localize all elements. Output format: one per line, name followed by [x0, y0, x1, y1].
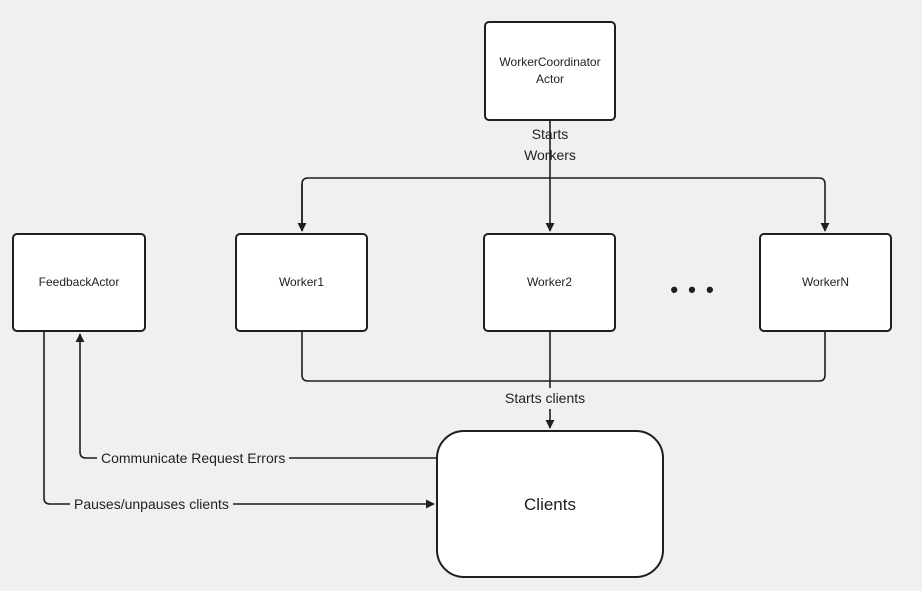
starts-workers-line1: Starts	[531, 126, 569, 142]
starts-workers-line2: Workers	[524, 147, 576, 163]
worker1-label: Worker1	[278, 275, 325, 289]
worker2-label: Worker2	[526, 275, 573, 289]
pauses-label: Pauses/unpauses clients	[70, 494, 233, 515]
feedback-actor-node[interactable]: FeedbackActor	[12, 233, 146, 332]
arrow-to-feedback	[75, 333, 436, 459]
feedback-actor-label: FeedbackActor	[38, 275, 120, 289]
worker2-node[interactable]: Worker2	[483, 233, 616, 332]
worker-bus	[301, 177, 830, 232]
worker-coordinator-node[interactable]: WorkerCoordinator Actor	[484, 21, 616, 121]
clients-label: Clients	[524, 494, 576, 514]
clients-node[interactable]: Clients	[436, 430, 664, 578]
workerN-node[interactable]: WorkerN	[759, 233, 892, 332]
worker-coordinator-line2: Actor	[535, 72, 564, 86]
starts-workers-label: Starts Workers	[514, 124, 586, 166]
worker-coordinator-label: WorkerCoordinator Actor	[499, 54, 600, 88]
workerN-label: WorkerN	[801, 275, 850, 289]
request-errors-label: Communicate Request Errors	[97, 448, 290, 469]
starts-clients-label: Starts clients	[501, 388, 590, 409]
arrow-pauses-to-clients	[43, 332, 435, 509]
more-workers-ellipsis: • • •	[670, 277, 716, 302]
worker-coordinator-line1: WorkerCoordinator	[499, 55, 601, 69]
worker1-node[interactable]: Worker1	[235, 233, 368, 332]
clients-bus	[301, 332, 826, 382]
